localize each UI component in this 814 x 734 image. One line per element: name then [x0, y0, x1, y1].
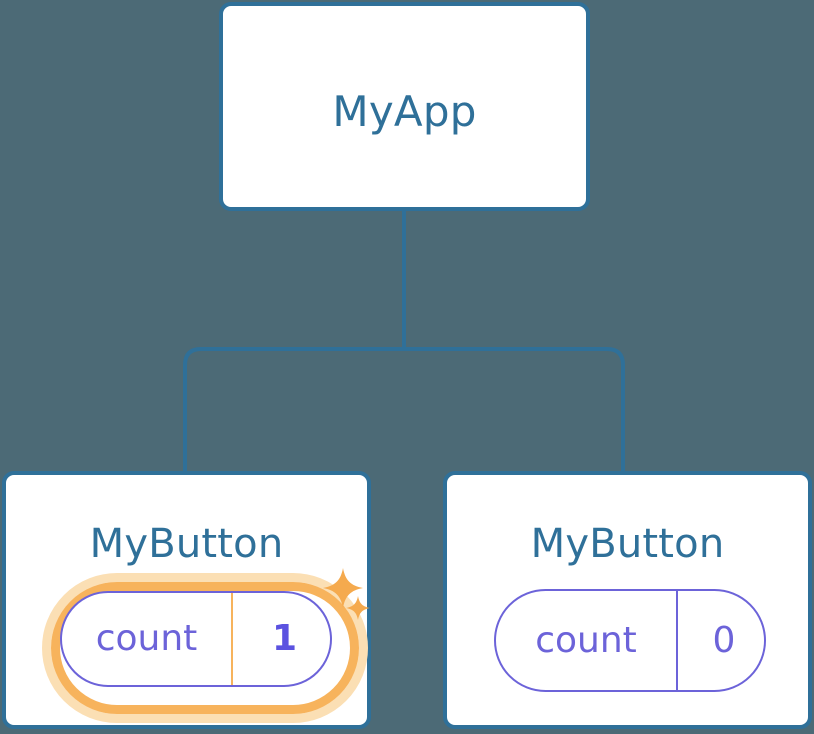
root-node-title: MyApp [332, 87, 477, 136]
connector-branch [183, 347, 625, 471]
sparkle-small-icon [346, 596, 370, 620]
right-state-value: 0 [676, 591, 764, 690]
left-state-pill-group[interactable]: count 1 [42, 568, 370, 723]
right-child-node-title: MyButton [530, 521, 725, 567]
right-child-node[interactable]: MyButton count 0 [443, 471, 812, 729]
state-pill-focus-ring [51, 582, 359, 714]
sparkle-large-icon [323, 568, 363, 608]
root-node[interactable]: MyApp [219, 2, 590, 211]
state-pill-halo [42, 573, 368, 723]
left-child-node-title: MyButton [89, 521, 284, 567]
right-state-key: count [535, 619, 637, 661]
right-state-pill-group[interactable]: count 0 [494, 589, 766, 692]
left-state-value: 1 [231, 593, 330, 685]
left-child-node[interactable]: MyButton count 1 [2, 471, 371, 729]
left-state-pill[interactable]: count 1 [60, 591, 332, 687]
left-state-key: count [95, 618, 198, 659]
right-state-pill[interactable]: count 0 [494, 589, 766, 692]
